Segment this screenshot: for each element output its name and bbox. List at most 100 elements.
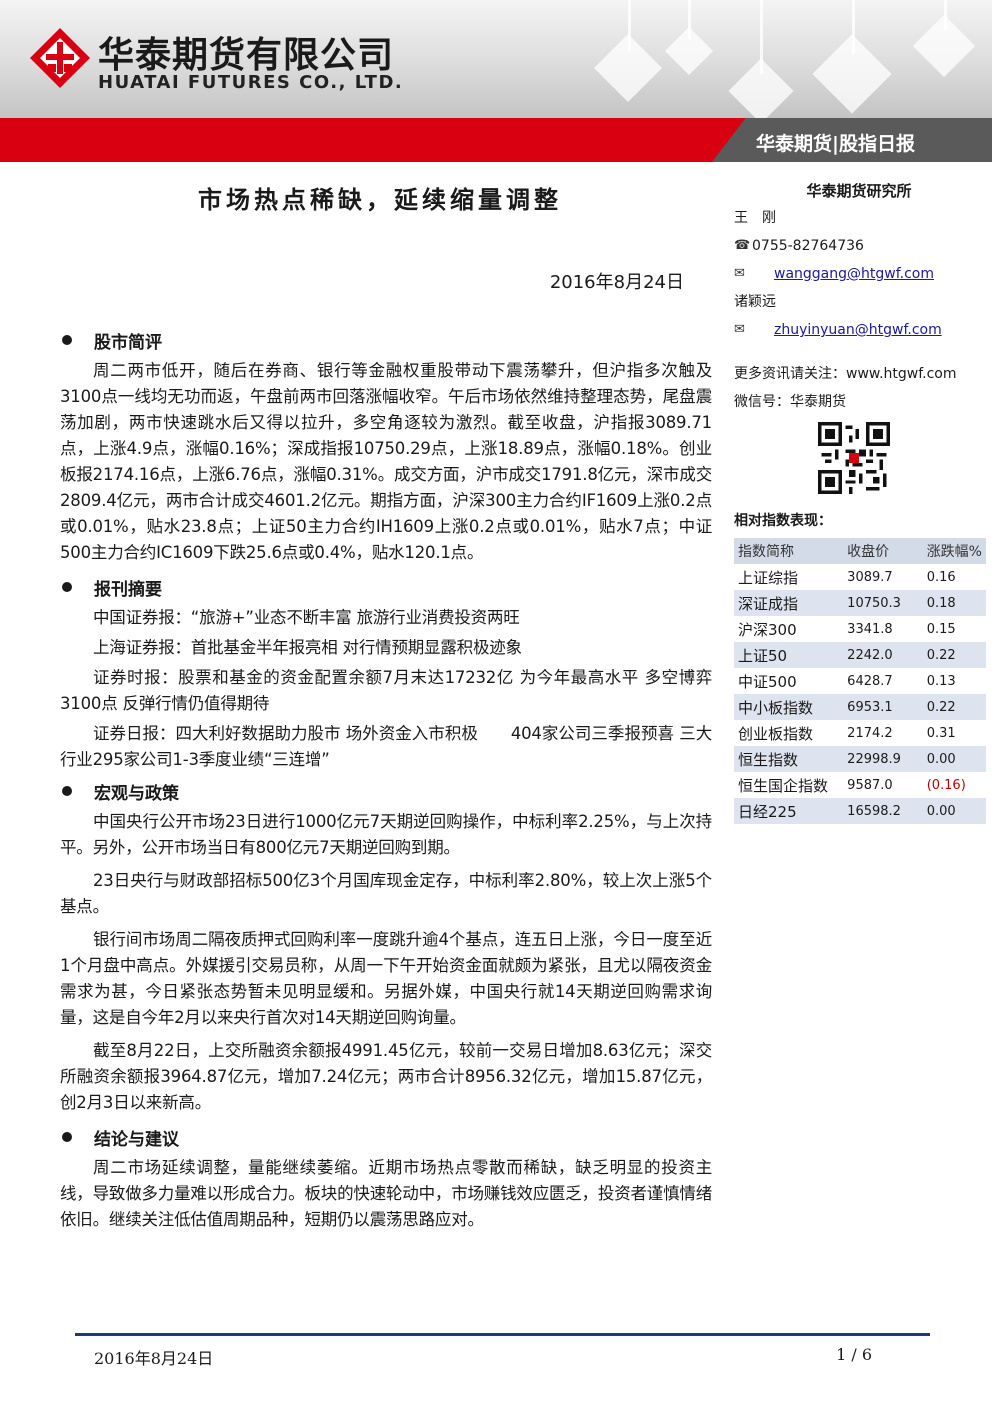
section-title: 报刊摘要 [94,579,162,600]
decor-line [628,0,631,52]
table-row: 日经225 16598.2 0.00 [734,798,986,824]
market-paragraph: 周二两市低开，随后在券商、银行等金融权重股带动下震荡攀升，但沪指多次触及3100… [60,361,712,562]
table-row: 中证500 6428.7 0.13 [734,668,986,694]
index-performance-title: 相对指数表现： [734,513,832,529]
index-name: 恒生指数 [734,746,844,772]
analyst-name-text: 诸颖远 [734,294,776,310]
index-close: 22998.9 [843,746,923,772]
table-row: 创业板指数 2174.2 0.31 [734,720,986,746]
more-info-text: 更多资讯请关注：www.htgwf.com [734,366,957,382]
index-close: 6953.1 [843,694,923,720]
header-band: 华泰期货有限公司 HUATAI FUTURES CO., LTD. [0,0,992,118]
decor-diamond [594,34,662,102]
email-row: ✉ zhuyinyuan@htgwf.com [734,316,984,344]
macro-paragraph: 中国央行公开市场23日进行1000亿元7天期逆回购操作，中标利率2.25%，与上… [60,812,712,857]
page-number: 1 / 6 [836,1345,872,1364]
section-header-macro: 宏观与政策 [60,777,712,805]
index-close: 16598.2 [843,798,923,824]
decor-diamond [728,58,794,118]
decor-line [852,0,855,54]
email-link[interactable]: zhuyinyuan@htgwf.com [774,322,942,338]
index-close: 10750.3 [843,590,923,616]
press-item: 上海证券报：首批基金半年报亮相 对行情预期显露积极迹象 [93,638,522,657]
bullet-icon [62,582,72,592]
decor-line [944,0,947,30]
report-type-label: 华泰期货|股指日报 [756,133,915,155]
decor-line [688,0,691,40]
index-change: 0.22 [922,694,986,720]
decor-diamond [912,14,976,78]
index-name: 日经225 [734,798,844,824]
table-row: 恒生指数 22998.9 0.00 [734,746,986,772]
press-item: 证券时报：股票和基金的资金配置余额7月末达17232亿 为今年最高水平 多空博弈… [60,668,712,713]
table-header: 涨跌幅% [922,538,986,564]
index-name: 沪深300 [738,620,797,639]
index-change: 0.22 [922,642,986,668]
press-item: 中国证券报：“旅游+”业态不断丰富 旅游行业消费投资两旺 [93,608,520,627]
index-table: 指数简称 收盘价 涨跌幅% 上证综指 3089.7 0.16 深证成指 1075… [734,538,986,824]
report-date: 2016年8月24日 [549,272,684,293]
index-name: 创业板指数 [738,724,814,743]
section-header-market: 股市简评 [60,326,712,354]
index-close: 6428.7 [847,673,893,689]
index-close: 9587.0 [847,777,893,793]
footer-divider [75,1333,930,1336]
index-change: 0.16 [926,569,956,585]
index-change: 0.00 [922,798,986,824]
index-name: 中证500 [738,672,797,691]
conclusion-paragraph: 周二市场延续调整，量能继续萎缩。近期市场热点零散而稀缺，缺乏明显的投资主线，导致… [60,1158,713,1229]
index-change: 0.13 [926,673,956,689]
section-header-conclusion: 结论与建议 [60,1123,712,1151]
decor-diamond [812,34,892,114]
table-row: 沪深300 3341.8 0.15 [734,616,986,642]
index-name: 上证50 [734,642,844,668]
table-header: 收盘价 [843,538,923,564]
phone-row: ☎ 0755-82764736 [734,232,984,260]
envelope-icon: ✉ [734,266,745,281]
footer-date: 2016年8月24日 [94,1349,214,1368]
bullet-icon [62,1132,72,1142]
index-close: 2174.2 [847,725,893,741]
huatai-logo-icon [30,28,90,88]
macro-paragraph: 23日央行与财政部招标500亿3个月国库现金定存，中标利率2.80%，较上次上涨… [60,871,712,916]
index-close: 2242.0 [843,642,923,668]
table-row: 恒生国企指数 9587.0 (0.16) [734,772,986,798]
wechat-id: 微信号：华泰期货 [734,388,984,416]
index-close: 3089.7 [847,569,893,585]
wechat-text: 微信号：华泰期货 [734,394,846,410]
section-header-press: 报刊摘要 [60,573,712,601]
qr-code-icon [818,422,890,494]
table-row: 上证综指 3089.7 0.16 [734,564,986,590]
index-name: 恒生国企指数 [738,776,829,795]
envelope-icon: ✉ [734,322,745,337]
table-row: 深证成指 10750.3 0.18 [734,590,986,616]
email-link[interactable]: wanggang@htgwf.com [774,266,934,282]
phone-number: 0755-82764736 [752,238,864,254]
index-change: 0.31 [926,725,956,741]
section-title: 宏观与政策 [94,783,179,804]
index-change: 0.15 [926,621,956,637]
index-change-negative: (0.16) [926,777,966,793]
analyst-name: 王 刚 [734,204,984,232]
index-name: 中小板指数 [734,694,844,720]
index-close: 3341.8 [847,621,893,637]
bullet-icon [62,786,72,796]
report-title: 市场热点稀缺，延续缩量调整 [198,185,562,214]
report-tab-background [712,118,992,162]
bullet-icon [62,335,72,345]
index-name: 上证综指 [738,568,799,587]
section-title: 股市简评 [94,332,162,353]
section-title: 结论与建议 [94,1129,179,1150]
main-content: 股市简评 周二两市低开，随后在券商、银行等金融权重股带动下震荡攀升，但沪指多次触… [60,326,712,1240]
macro-paragraph: 截至8月22日，上交所融资余额报4991.45亿元，较前一交易日增加8.63亿元… [60,1041,712,1112]
table-row: 上证50 2242.0 0.22 [734,642,986,668]
email-row: ✉ wanggang@htgwf.com [734,260,984,288]
index-change: 0.18 [922,590,986,616]
decor-diamond [664,26,714,76]
analyst-name-text: 王 刚 [734,210,776,226]
institute-name: 华泰期货研究所 [806,182,912,200]
table-header-row: 指数简称 收盘价 涨跌幅% [734,538,986,564]
table-row: 中小板指数 6953.1 0.22 [734,694,986,720]
index-change: 0.00 [922,746,986,772]
analyst-name: 诸颖远 [734,288,984,316]
